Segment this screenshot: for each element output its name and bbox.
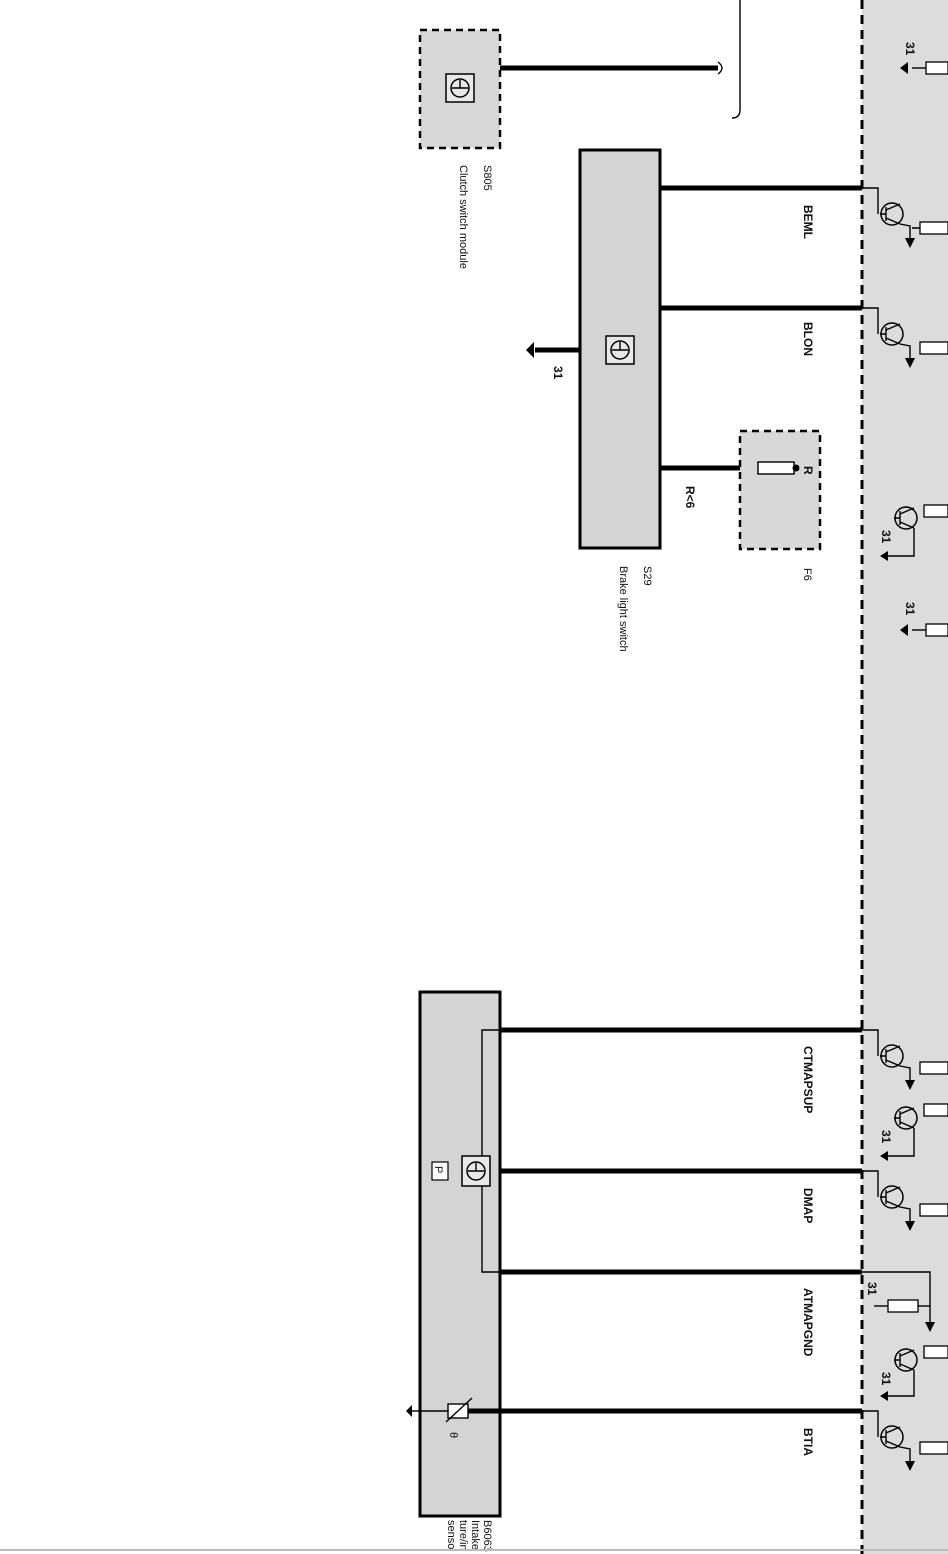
transistor-blon (862, 307, 948, 368)
s29-brake-light-switch: 31 BEML BLON R<6 S29 Brake light switch (526, 148, 862, 652)
f6-box (738, 429, 822, 551)
transistor-btia (862, 1410, 948, 1471)
sensor-symbol: θ (447, 1432, 459, 1438)
b6063-name-line1: Intake (469, 1520, 481, 1550)
ground-label: 31 (903, 602, 917, 616)
transistor-r6: 31 (879, 504, 948, 561)
bracket-line (731, 0, 741, 119)
s805-code: S805 (481, 165, 493, 191)
f6-pin: R (801, 466, 815, 475)
s29-ground-icon (526, 342, 534, 358)
pressure-symbol: P (432, 1166, 444, 1173)
transistor-atmapgnd: 31 (879, 1345, 948, 1401)
b6063-internal-wire (481, 1029, 500, 1273)
b6063-code: B6063 (481, 1520, 493, 1552)
atmapgnd-resistor: 31 (862, 1271, 935, 1332)
b6063-name-line2: ture/in (457, 1520, 469, 1551)
r6-label: R<6 (683, 486, 697, 509)
ground-label: 31 (879, 530, 893, 544)
btia-label: BTIA (801, 1428, 815, 1456)
f6-code: F6 (801, 568, 813, 581)
f6-fuse: R F6 (738, 429, 822, 581)
pull-resistor-top: 31 (900, 42, 948, 75)
pressure-icon (431, 1161, 449, 1181)
atmapgnd-label: ATMAPGND (801, 1288, 815, 1357)
fuse-icon (757, 461, 795, 475)
s805-clutch-switch-module: S805 Clutch switch module (418, 28, 723, 269)
pull-resistor-mid: 31 (900, 602, 948, 637)
b6063-ground-icon (406, 1405, 412, 1417)
beml-label: BEML (801, 205, 815, 239)
transistor-dmap (862, 1170, 948, 1231)
b6063-intake-sensor: P θ CTMAPSUP DMAP ATMAPGND BTIA B6063 In… (406, 990, 862, 1552)
ground-label: 31 (879, 1372, 893, 1386)
ground-label: 31 (879, 1130, 893, 1144)
ctmapsup-label: CTMAPSUP (801, 1046, 815, 1113)
s805-name: Clutch switch module (457, 165, 469, 269)
b6063-box (418, 990, 502, 1518)
dmap-label: DMAP (801, 1188, 815, 1223)
transistor-beml (862, 187, 948, 248)
blon-label: BLON (801, 322, 815, 356)
transistor-ctmapsup (862, 1029, 948, 1090)
ground-label: 31 (903, 42, 917, 56)
transistor-ctmap-ground: 31 (879, 1103, 948, 1161)
control-module-area (862, 0, 948, 1554)
b6063-name-line3: senso (445, 1520, 457, 1549)
ground-label: 31 (865, 1282, 879, 1296)
s29-name: Brake light switch (617, 566, 629, 652)
s29-code: S29 (641, 566, 653, 586)
s29-ground-label: 31 (551, 366, 565, 380)
